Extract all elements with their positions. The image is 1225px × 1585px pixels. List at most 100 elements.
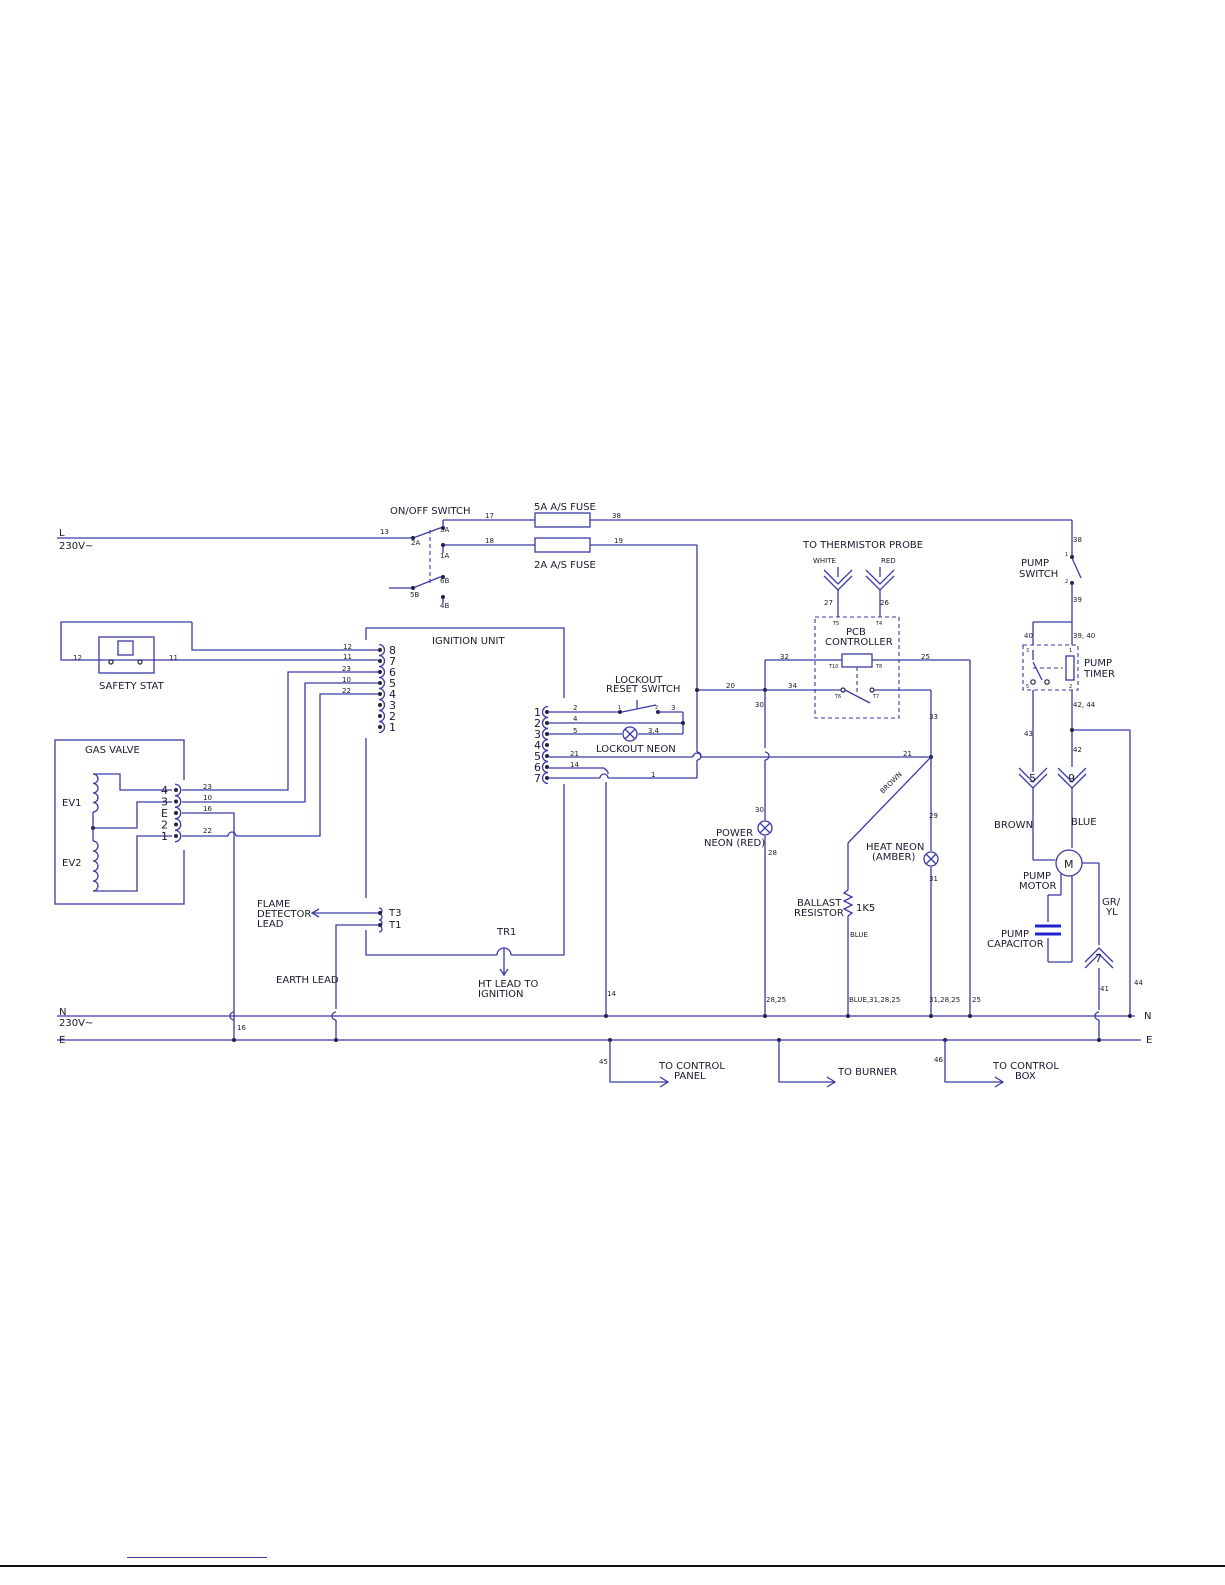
terminal-number: 4 [389, 688, 396, 701]
ballast-blue-label: BLUE [850, 931, 868, 939]
switch-terminal-2a: 2A [411, 539, 420, 547]
ev1-label: EV1 [62, 798, 82, 809]
earth-connector [1084, 947, 1114, 1042]
pump-motor [1035, 849, 1100, 963]
on-off-switch-label: ON/OFF SWITCH [390, 506, 470, 517]
lockout-reset-label-2: RESET SWITCH [606, 684, 680, 695]
wire-42: 42 [1073, 746, 1082, 754]
terminal-number: 2 [389, 710, 396, 723]
ballast-label-2: RESISTOR [794, 908, 844, 919]
terminal-number: 4 [161, 784, 168, 797]
earth-lead-label: EARTH LEAD [276, 975, 339, 986]
ht-lead-label-1: HT LEAD TO [478, 979, 539, 990]
t3-t1-terminals [378, 907, 383, 933]
switch-terminal-6b: 6B [440, 577, 449, 585]
wire-2: 2 [573, 704, 577, 712]
ev1-coil [92, 773, 99, 813]
wire-28-25: 28,25 [766, 996, 786, 1004]
wire-30: 30 [755, 701, 764, 709]
wire-38-pump: 38 [1073, 536, 1082, 544]
terminal-pin [378, 659, 382, 663]
terminal-number: 2 [534, 717, 541, 730]
wire-blue-31-28-25: BLUE,31,28,25 [849, 996, 900, 1004]
wire-42-44: 42, 44 [1073, 701, 1096, 709]
pump-timer-label-1: PUMP [1084, 658, 1112, 669]
wire-41: 41 [1100, 985, 1109, 993]
wire-19: 19 [614, 537, 623, 545]
pump-timer [1022, 621, 1132, 1018]
terminal-t3: T3 [388, 908, 401, 919]
safety-stat-label: SAFETY STAT [99, 681, 165, 692]
safety-stat [60, 621, 378, 674]
terminal-number: 8 [389, 644, 396, 657]
wire-22: 22 [342, 687, 351, 695]
wire-1: 1 [651, 771, 655, 779]
heat-neon-lamp [923, 851, 939, 867]
gas-valve-label: GAS VALVE [85, 745, 140, 756]
pump-switch-label-2: SWITCH [1019, 569, 1058, 580]
neutral-label: N [59, 1007, 66, 1018]
terminal-number: E [161, 807, 168, 820]
to-control-box-label-1: TO CONTROL [992, 1061, 1059, 1072]
heat-neon-label-2: (AMBER) [872, 852, 915, 863]
supply-lines [57, 537, 1141, 1041]
fused-wires [590, 519, 1073, 778]
flame-detector-label-1: FLAME [257, 899, 290, 910]
neutral-end-label: N [1144, 1011, 1151, 1022]
wire-21: 21 [570, 750, 579, 758]
wire-27: 27 [824, 599, 833, 607]
fuse-2a-label: 2A A/S FUSE [534, 560, 596, 571]
wire-44: 44 [1134, 979, 1143, 987]
terminal-number: 4 [534, 739, 541, 752]
ev2-coil [92, 840, 99, 892]
gas-valve [54, 739, 186, 905]
wire-34: 34 [788, 682, 797, 690]
ballast-value-label: 1K5 [856, 903, 875, 914]
pump-capacitor-label-2: CAPACITOR [987, 939, 1044, 950]
thermistor-white-label: WHITE [813, 557, 836, 565]
pcb-term-t5: T5 [832, 621, 839, 627]
wire-40: 40 [1024, 632, 1033, 640]
terminal-pin [545, 765, 549, 769]
wire-21-right: 21 [903, 750, 912, 758]
terminal-pin [378, 725, 382, 729]
ht-lead-label-2: IGNITION [478, 989, 524, 1000]
terminal-t1: T1 [388, 920, 401, 931]
terminal-pin [174, 811, 178, 815]
wire-12: 12 [343, 643, 352, 651]
pcb-term-t4: T4 [875, 621, 882, 627]
pcb-label-1: PCB [846, 627, 866, 638]
tr1-ht-lead [496, 947, 512, 977]
wire-5: 5 [573, 727, 577, 735]
terminal-number: 7 [389, 655, 396, 668]
wire-38: 38 [612, 512, 621, 520]
earth-taps [608, 1038, 1005, 1088]
terminal-pin [378, 648, 382, 652]
wire-45: 45 [599, 1058, 608, 1066]
terminal-number: 1 [161, 830, 168, 843]
terminal-pin [545, 710, 549, 714]
wire-20: 20 [726, 682, 735, 690]
wire-22-valve: 22 [203, 827, 212, 835]
wire-12-stat: 12 [73, 654, 82, 662]
fuse-5a-label: 5A A/S FUSE [534, 502, 596, 513]
power-neon-label-1: POWER [716, 828, 753, 839]
to-control-box-label-2: BOX [1015, 1071, 1036, 1082]
terminal-pin [174, 822, 178, 827]
switch-terminal-4b: 4B [440, 602, 449, 610]
wire-39-40: 39, 40 [1073, 632, 1095, 640]
live-label: L [59, 528, 65, 539]
terminal-pin [174, 799, 178, 804]
neutral-voltage-label: 230V~ [59, 1018, 93, 1029]
terminal-number: 3 [534, 728, 541, 741]
ignition-unit-label: IGNITION UNIT [432, 636, 505, 647]
lockout-switch-term-2: 2 [655, 705, 658, 711]
pcb-term-t8: T8 [875, 664, 882, 670]
thermistor-red-label: RED [881, 557, 896, 565]
terminal-number: 7 [534, 772, 541, 785]
wire-31: 31 [929, 875, 938, 883]
wire-32: 32 [780, 653, 789, 661]
timer-term-1: 1 [1069, 648, 1072, 654]
